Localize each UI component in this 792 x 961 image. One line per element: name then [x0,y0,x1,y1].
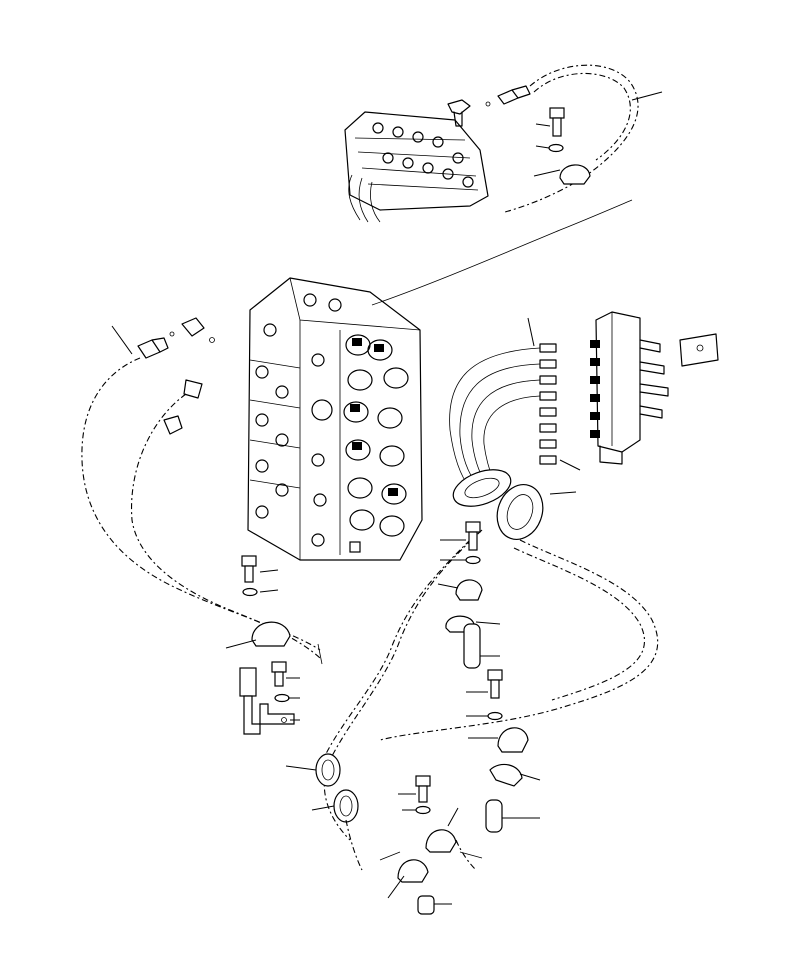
grommet [285,753,341,787]
bolt [398,775,431,803]
mounting-plate [679,333,719,367]
clamp [425,807,459,853]
hose-end-fitting-top [485,85,531,107]
clamp [225,621,291,649]
grommet [452,469,512,507]
main-control-valve [247,277,423,561]
elbow-fitting-top [447,99,471,127]
clamp [437,579,483,601]
hose-bundle-left [81,357,321,651]
spacer [485,799,540,833]
manifold-block [590,311,669,465]
spacer [417,895,452,915]
hose-bundle-lower [379,539,659,741]
bolt [241,555,279,583]
bracket [239,667,295,735]
washer [535,143,564,153]
hose-bundle-top [504,64,639,213]
bolt [440,521,481,551]
grommet [496,484,577,540]
clamp [387,859,429,899]
elbow-fitting-mid [163,379,203,435]
bolt [535,107,565,137]
bolt [466,669,503,699]
pilot-valve-block [344,111,489,223]
washer [402,805,431,815]
hose-bundle-right [449,347,541,489]
washer [242,587,279,597]
washer [274,693,300,703]
hose-fittings-column [527,317,557,465]
clamp [468,727,529,753]
clamp [533,164,591,185]
bolt [271,661,300,687]
grommet [311,789,359,823]
clamp [489,763,541,787]
hose-end-fitting-left [111,325,169,359]
spacer [463,623,500,669]
washer [466,711,503,721]
elbow-fitting-left [169,317,215,343]
washer [440,555,481,565]
